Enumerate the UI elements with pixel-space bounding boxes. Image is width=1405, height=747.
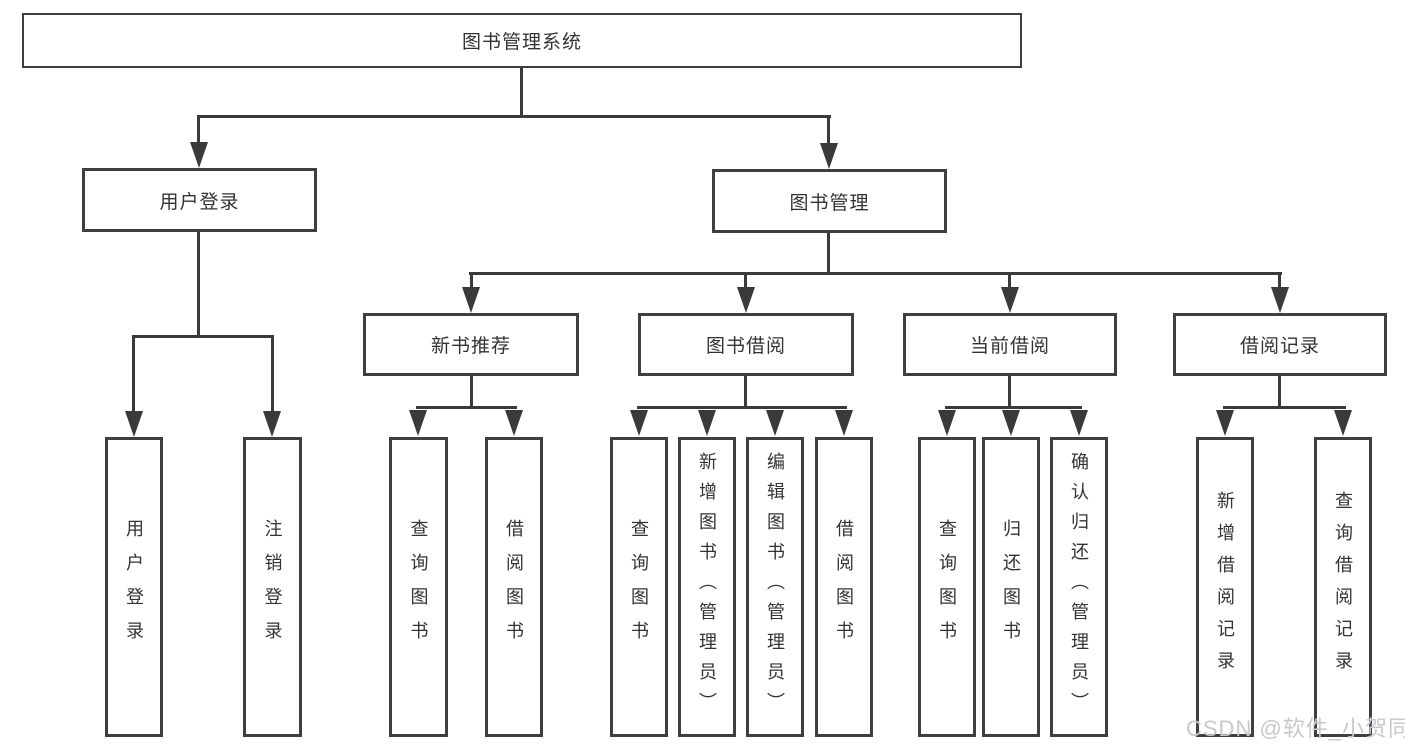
node-current-borrowing: 当前借阅: [903, 313, 1117, 376]
leaf-recommend-query-books: 查询图书: [389, 437, 448, 737]
arrow-down-icon: [1001, 287, 1019, 313]
arrow-down-icon: [125, 411, 143, 437]
arrow-down-icon: [737, 287, 755, 313]
connector-line: [197, 115, 200, 150]
leaf-user-login: 用户登录: [105, 437, 163, 737]
leaf-borrow-query-books: 查询图书: [610, 437, 668, 737]
connector-line: [520, 68, 523, 118]
leaf-current-confirm-return-admin: 确认归还（管理员）: [1050, 437, 1108, 737]
connector-line: [469, 272, 1282, 275]
connector-line: [744, 272, 747, 294]
arrow-down-icon: [766, 410, 784, 436]
arrow-down-icon: [1070, 410, 1088, 436]
connector-line: [1223, 406, 1346, 409]
leaf-recommend-borrow-books: 借阅图书: [485, 437, 543, 737]
arrow-down-icon: [1334, 410, 1352, 436]
node-label: 归还图书: [1001, 519, 1021, 655]
connector-line: [637, 406, 847, 409]
connector-line: [132, 335, 274, 338]
arrow-down-icon: [263, 411, 281, 437]
node-label: 新增借阅记录: [1215, 491, 1235, 683]
leaf-borrow-lend-books: 借阅图书: [815, 437, 873, 737]
arrow-down-icon: [505, 410, 523, 436]
leaf-borrow-add-books-admin: 新增图书（管理员）: [678, 437, 736, 737]
arrow-down-icon: [835, 410, 853, 436]
node-label: 新书推荐: [430, 336, 511, 357]
arrow-down-icon: [1271, 287, 1289, 313]
connector-line: [132, 335, 135, 420]
node-root-system: 图书管理系统: [22, 13, 1022, 68]
arrow-down-icon: [409, 410, 427, 436]
node-borrowing-records: 借阅记录: [1173, 313, 1387, 376]
node-label: 新增图书（管理员）: [697, 452, 717, 722]
connector-line: [827, 231, 830, 275]
connector-line: [197, 231, 200, 338]
node-label: 确认归还（管理员）: [1069, 452, 1089, 722]
node-user-login-module: 用户登录: [82, 168, 317, 232]
connector-line: [1008, 376, 1011, 409]
arrow-down-icon: [1216, 410, 1234, 436]
connector-line: [271, 335, 274, 420]
node-label: 查询图书: [937, 519, 957, 655]
node-label: 用户登录: [159, 191, 240, 213]
connector-line: [416, 406, 517, 409]
arrow-down-icon: [1002, 410, 1020, 436]
node-book-borrowing: 图书借阅: [638, 313, 854, 376]
connector-line: [827, 115, 830, 150]
arrow-down-icon: [190, 142, 208, 168]
connector-line: [1278, 272, 1281, 294]
connector-line: [197, 115, 831, 118]
node-label: 图书借阅: [705, 336, 786, 357]
connector-line: [1008, 272, 1011, 294]
arrow-down-icon: [630, 410, 648, 436]
node-label: 注销登录: [262, 519, 283, 655]
node-label: 当前借阅: [969, 336, 1050, 357]
leaf-records-query-record: 查询借阅记录: [1314, 437, 1372, 737]
arrow-down-icon: [462, 287, 480, 313]
connector-line: [945, 406, 1082, 409]
leaf-borrow-edit-books-admin: 编辑图书（管理员）: [746, 437, 804, 737]
connector-line: [470, 272, 473, 294]
leaf-records-add-record: 新增借阅记录: [1196, 437, 1254, 737]
node-label: 借阅记录: [1239, 336, 1320, 357]
connector-line: [1278, 376, 1281, 409]
connector-line: [470, 376, 473, 409]
node-label: 借阅图书: [504, 519, 524, 655]
node-new-book-recommend: 新书推荐: [363, 313, 579, 376]
leaf-current-return-books: 归还图书: [982, 437, 1040, 737]
node-label: 借阅图书: [834, 519, 854, 655]
arrow-down-icon: [698, 410, 716, 436]
node-label: 图书管理系统: [461, 32, 582, 53]
leaf-user-logout: 注销登录: [243, 437, 302, 737]
arrow-down-icon: [820, 143, 838, 169]
node-label: 用户登录: [124, 519, 144, 655]
leaf-current-query-books: 查询图书: [918, 437, 976, 737]
node-label: 查询图书: [408, 519, 429, 655]
node-label: 图书管理: [789, 192, 870, 214]
node-book-management: 图书管理: [712, 169, 947, 233]
arrow-down-icon: [938, 410, 956, 436]
connector-line: [744, 376, 747, 409]
node-label: 编辑图书（管理员）: [765, 452, 785, 722]
node-label: 查询图书: [629, 519, 649, 655]
node-label: 查询借阅记录: [1333, 491, 1353, 683]
csdn-watermark: CSDN @软件_小贺同学: [1186, 716, 1405, 741]
